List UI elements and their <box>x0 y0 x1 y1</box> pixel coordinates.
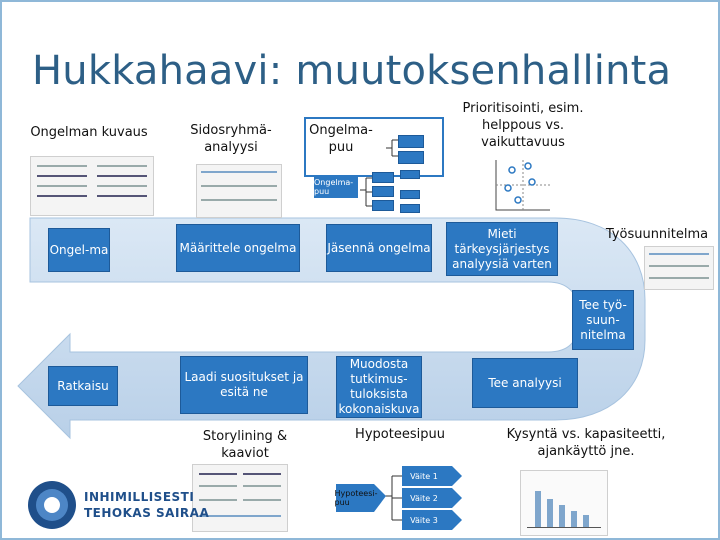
stakeholder-analysis-label: Sidosryhmä-analyysi <box>190 123 272 155</box>
slide-title: Hukkahaavi: muutoksenhallinta <box>32 48 672 94</box>
problem-box: Ongel-ma <box>48 228 110 272</box>
recommend-box: Laadi suositukset ja esitä ne <box>180 356 308 414</box>
tree-node-1 <box>398 135 424 148</box>
solution-box: Ratkaisu <box>48 366 118 406</box>
analyze-box: Tee analyysi <box>472 358 578 408</box>
problem-tree-label: Ongelma-puu <box>309 123 373 155</box>
claim-2: Väite 2 <box>410 493 438 503</box>
logo: INHIMILLISESTI TEHOKAS SAIRAA <box>26 478 209 532</box>
logo-line-1: INHIMILLISESTI <box>84 490 195 504</box>
work-plan-thumbnail <box>644 246 714 290</box>
synthesize-box: Muodosta tutkimus-tuloksista kokonaiskuv… <box>336 356 422 418</box>
claim-1: Väite 1 <box>410 471 438 481</box>
problem-description-label: Ongelman kuvaus <box>30 125 148 140</box>
stakeholder-thumbnail <box>196 164 282 218</box>
logo-line-2: TEHOKAS SAIRAA <box>84 506 210 520</box>
storylining-thumbnail <box>192 464 288 532</box>
prioritize-box: Mieti tärkeysjärjestys analyysiä varten <box>446 222 558 276</box>
hypothesis-tree-label: Hypoteesipuu <box>355 427 445 442</box>
prioritization-label: Prioritisointi, esim. helppous vs. vaiku… <box>462 101 584 150</box>
work-plan-box: Tee työ-suun-nitelma <box>572 290 634 350</box>
storylining-label: Storylining & kaaviot <box>202 429 288 461</box>
tree-node-6 <box>400 170 420 179</box>
capacity-thumbnail <box>520 470 608 536</box>
tree-node-4 <box>372 186 394 197</box>
hypothesis-root: Hypoteesi-puu <box>334 489 378 507</box>
logo-emblem <box>28 481 76 529</box>
tree-node-8 <box>400 204 420 213</box>
define-problem-box: Määrittele ongelma <box>176 224 300 272</box>
problem-tree-small-box: Ongelma-puu <box>314 176 358 198</box>
tree-node-5 <box>372 200 394 211</box>
problem-description-thumbnail <box>30 156 154 216</box>
structure-problem-box: Jäsennä ongelma <box>326 224 432 272</box>
tree-node-7 <box>400 190 420 199</box>
tree-node-2 <box>398 151 424 164</box>
work-plan-label: Työsuunnitelma <box>605 227 709 242</box>
claim-3: Väite 3 <box>410 515 438 525</box>
capacity-label: Kysyntä vs. kapasiteetti, ajankäyttö jne… <box>506 427 666 459</box>
tree-node-3 <box>372 172 394 183</box>
